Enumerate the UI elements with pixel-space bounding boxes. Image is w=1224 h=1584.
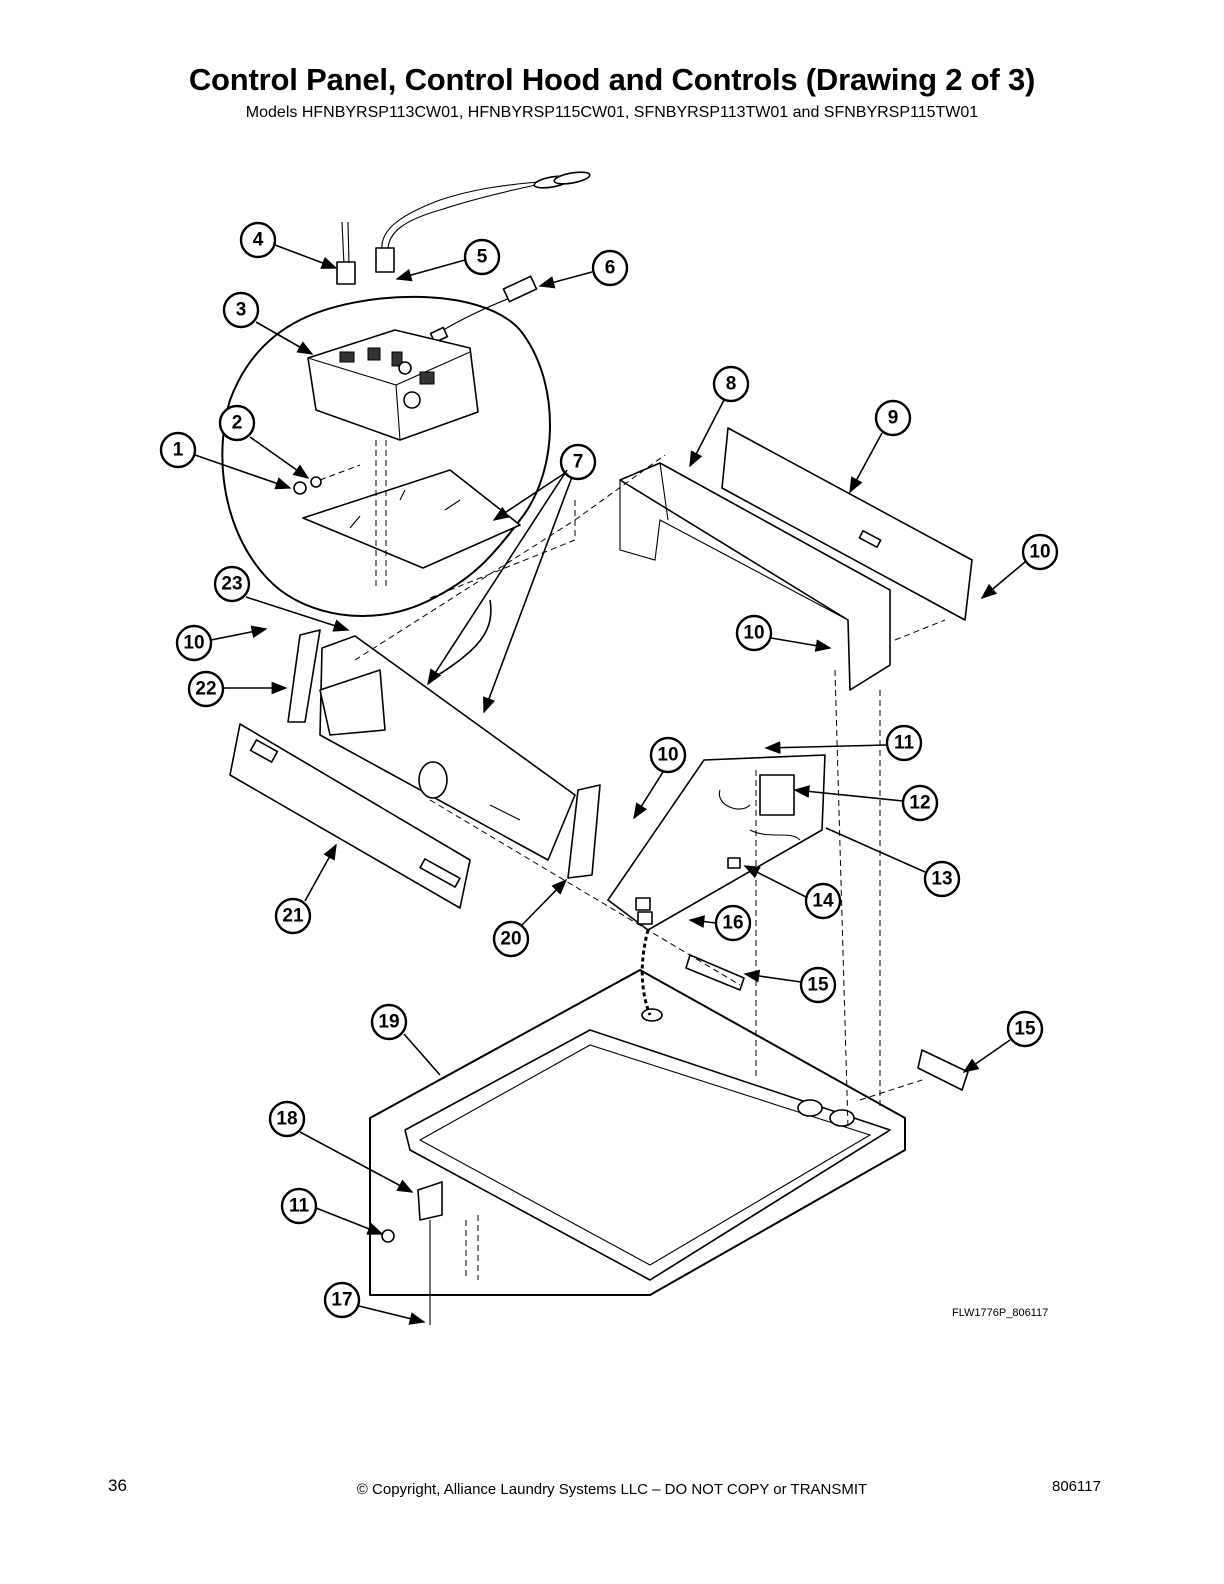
svg-text:11: 11 — [894, 733, 915, 754]
svg-text:10: 10 — [183, 633, 204, 654]
sensor-cord — [429, 275, 538, 344]
callout-9: 9 — [874, 399, 912, 437]
callout-22: 22 — [187, 670, 225, 708]
control-board — [307, 329, 479, 441]
console-panel — [319, 635, 576, 861]
svg-text:3: 3 — [236, 300, 247, 321]
lid-hinge — [381, 1181, 479, 1325]
control-hood — [619, 462, 891, 691]
callout-1: 1 — [159, 431, 197, 469]
callout-23: 23 — [213, 565, 251, 603]
svg-text:2: 2 — [232, 413, 243, 434]
svg-text:5: 5 — [477, 247, 488, 268]
loose-label — [917, 1049, 969, 1091]
callout-17: 17 — [323, 1281, 361, 1319]
callout-10-hood: 10 — [735, 614, 773, 652]
wire-harness-top — [336, 171, 591, 285]
svg-text:11: 11 — [289, 1196, 310, 1217]
document-number: 806117 — [1052, 1478, 1101, 1495]
washer-top — [369, 969, 906, 1296]
callout-10-right: 10 — [1021, 533, 1059, 571]
svg-text:21: 21 — [282, 906, 304, 927]
svg-text:10: 10 — [743, 623, 764, 644]
callout-18: 18 — [268, 1100, 306, 1138]
figure-code: FLW1776P_806117 — [952, 1307, 1049, 1319]
svg-text:15: 15 — [807, 975, 829, 996]
svg-text:15: 15 — [1014, 1019, 1036, 1040]
callout-19: 19 — [370, 1003, 408, 1041]
svg-text:16: 16 — [722, 913, 743, 934]
console-overlay — [229, 723, 471, 909]
svg-text:9: 9 — [888, 408, 899, 429]
copyright-notice: © Copyright, Alliance Laundry Systems LL… — [356, 1481, 868, 1498]
callout-15-top: 15 — [799, 966, 837, 1004]
callout-11-hinge: 11 — [280, 1187, 318, 1225]
screw-and-washer — [293, 464, 361, 495]
svg-text:8: 8 — [726, 374, 737, 395]
mounting-bracket — [302, 440, 521, 590]
callout-4: 4 — [239, 221, 277, 259]
model-list: Models HFNBYRSP113CW01, HFNBYRSP115CW01,… — [245, 104, 979, 121]
alignment-lines — [354, 454, 946, 1129]
callout-14: 14 — [804, 882, 842, 920]
callout-20: 20 — [492, 920, 530, 958]
callout-6: 6 — [591, 249, 629, 287]
callout-5: 5 — [463, 238, 501, 276]
svg-text:20: 20 — [500, 929, 521, 950]
svg-text:6: 6 — [605, 258, 616, 279]
page-number: 36 — [108, 1476, 127, 1495]
callout-7: 7 — [559, 443, 597, 481]
leader-lines — [194, 244, 1026, 1325]
svg-text:19: 19 — [378, 1012, 399, 1033]
callout-10-endcap: 10 — [649, 736, 687, 774]
left-endcap — [287, 629, 321, 723]
svg-text:14: 14 — [812, 891, 834, 912]
callout-10-left: 10 — [175, 624, 213, 662]
svg-text:22: 22 — [195, 679, 216, 700]
callout-8: 8 — [712, 365, 750, 403]
svg-text:4: 4 — [253, 230, 264, 251]
hood-back-panel — [721, 427, 973, 621]
svg-text:7: 7 — [573, 452, 584, 473]
svg-text:10: 10 — [657, 745, 678, 766]
callout-15-right: 15 — [1006, 1010, 1044, 1048]
callout-11-transformer: 11 — [885, 724, 923, 762]
svg-text:10: 10 — [1029, 542, 1050, 563]
transformer-assembly — [607, 754, 826, 931]
callout-12: 12 — [901, 784, 939, 822]
right-endcap — [567, 784, 601, 879]
svg-text:13: 13 — [931, 869, 952, 890]
svg-text:12: 12 — [909, 793, 930, 814]
svg-text:17: 17 — [331, 1290, 352, 1311]
callout-3: 3 — [222, 291, 260, 329]
svg-text:18: 18 — [276, 1109, 297, 1130]
callout-21: 21 — [274, 897, 312, 935]
callout-13: 13 — [923, 860, 961, 898]
callout-2: 2 — [218, 404, 256, 442]
svg-text:1: 1 — [173, 440, 184, 461]
svg-text:23: 23 — [221, 574, 242, 595]
callout-16: 16 — [714, 904, 752, 942]
label-on-top — [685, 954, 745, 991]
page-title: Control Panel, Control Hood and Controls… — [188, 62, 1036, 97]
